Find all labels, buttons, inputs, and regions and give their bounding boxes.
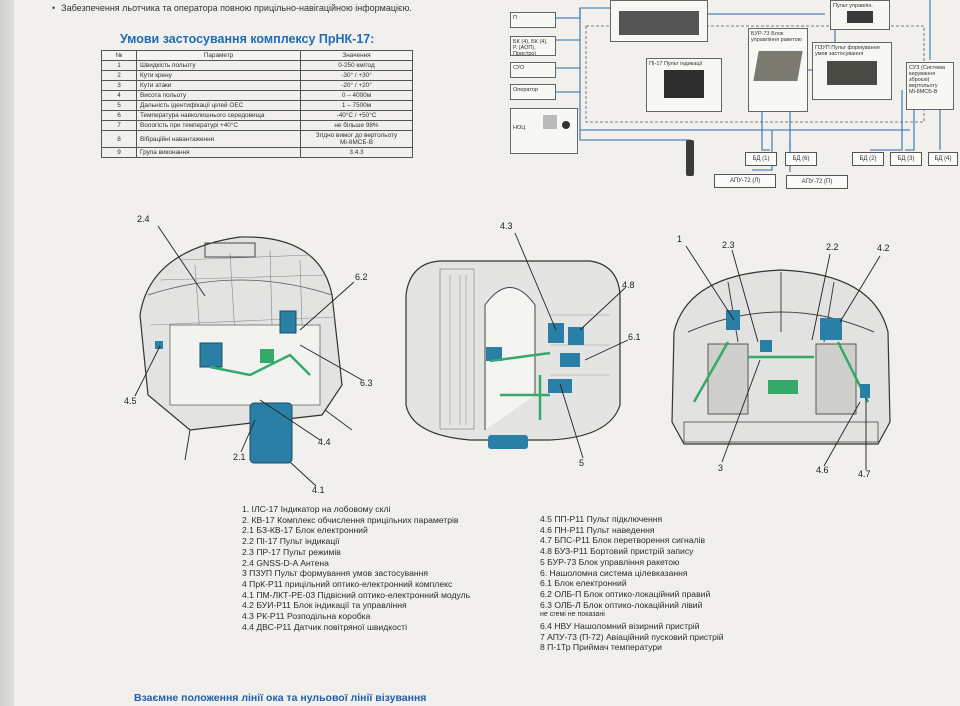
pult-unit-icon [847,11,873,23]
schematic-box-operator: Оператор [510,84,556,100]
callout-2-2: 2.2 [826,242,839,252]
legend-item: 2.1 БЗ-КВ-17 Блок електронний [242,525,368,536]
cockpit-rear-view [405,260,621,449]
conditions-title: Умови застосування комплексу ПрНК-17: [120,32,375,46]
legend-item: 4 ПрК-Р11 прицільний оптико-електронний … [242,578,453,589]
callout-4-4: 4.4 [318,437,331,447]
bd-4: БД (4) [928,152,958,166]
pzup-label: ПЗУП Пульт формування умов застосування [815,45,880,57]
bd-2: БД (2) [852,152,884,166]
legend-item: 1. ІЛС-17 Індикатор на лобовому склі [242,504,391,514]
callout-4-5: 4.5 [124,396,137,406]
bd-1: БД (1) [745,152,777,166]
legend-right: 4.5 ПП-Р11 Пульт підключення 4.6 ПН-Р11 … [540,514,724,653]
callout-2-3: 2.3 [722,240,735,250]
cockpit-front-view [671,269,891,445]
legend-item: 4.4 ДВС-Р11 Датчик повітряної швидкості [242,621,408,632]
callout-2-1: 2.1 [233,452,246,462]
apu-left: АПУ-72 (Л) [714,174,776,188]
headset-icon [542,115,557,129]
schematic-box-computer [610,0,708,42]
row-value: 3.4.3 [300,147,413,158]
schematic-box-suo: СУО [510,62,556,78]
callout-4-3: 4.3 [500,221,513,231]
header-bullet: Забезпечення льотчика та оператора повно… [52,3,412,13]
callout-4-2: 4.2 [877,243,890,253]
callout-6-1: 6.1 [628,332,641,342]
bottom-section-title: Взаємне положення лінії ока та нульової … [134,692,427,704]
nots-label: НОЦ [513,125,526,131]
legend-item: 5 БУР-73 Блок управління ракетою [540,556,680,567]
legend-item: 2.3 ПР-17 Пульт режимів [242,546,341,557]
callout-4-1: 4.1 [312,485,325,495]
schematic-box-pzup: ПЗУП Пульт формування умов застосування [812,42,892,100]
callout-6-3: 6.3 [360,378,373,388]
callout-2-4: 2.4 [137,214,150,224]
bur73-label: БУР-73 Блок управління ракетою [751,31,802,43]
pi17-label: ПІ-17 Пульт індикації [649,61,703,67]
legend-item: 6. Нашоломна система цілевказання [540,567,688,578]
callout-4-8: 4.8 [622,280,635,290]
legend-item: 4.8 БУЗ-Р11 Бортовий пристрій запису [540,546,694,557]
schematic-box-bur73: БУР-73 Блок управління ракетою [748,28,808,112]
callout-4-7: 4.7 [858,469,871,479]
legend-item: 3 ПЗУП Пульт формування умов застосуванн… [242,568,429,579]
cockpit-left-iso-view [139,236,353,464]
bd-3: БД (3) [890,152,922,166]
legend-item: 2. КВ-17 Комплекс обчислення прицільних … [242,514,459,525]
schematic-box-p: П [510,12,556,28]
legend-item: 4.2 БУИ-Р11 Блок індикації та управління [242,600,407,611]
computer-unit-icon [619,11,699,35]
legend-item: 4.5 ПП-Р11 Пульт підключення [540,514,663,524]
joystick-icon [686,140,694,176]
legend-item: 2.2 ПІ-17 Пульт індикації [242,536,340,547]
legend-item: 7 АПУ-73 (П-72) Авіаційний пусковий прис… [540,631,724,642]
legend-item: 2.4 GNSS-D-A Антена [242,557,329,568]
legend-item: 6.4 НВУ Нашоломний візирний пристрій [540,621,700,632]
schematic-box-pi17: ПІ-17 Пульт індикації [646,58,722,112]
display-unit-icon [664,70,704,98]
pult-label: Пульт управлін. [833,3,873,9]
callout-1: 1 [677,234,683,244]
legend-item: 4.1 ПМ-ЛКТ-РЕ-03 Підвісний оптико-електр… [242,589,471,600]
legend-item: 6.1 Блок електронний [540,578,627,589]
helmet-icon [562,121,571,129]
legend-item: 4.7 БПС-Р11 Блок перетворення сигналів [540,535,706,546]
schematic-box-pult: Пульт управлін. [830,0,890,30]
schematic-box-suz: СУЗ (Система керування зброєю) вертольот… [906,62,954,110]
schematic-box-nots: НОЦ [510,108,578,154]
apu-right: АПУ-72 (П) [786,175,848,189]
callout-6-2: 6.2 [355,272,368,282]
pzup-unit-icon [827,61,877,85]
callout-3: 3 [718,463,724,473]
schematic-box-bk: БК (4), БК (4), Р. (АОП), Пристрої [510,36,556,57]
legend-item: 6.3 ОЛБ-Л Блок оптико-локаційний лівий [540,599,703,610]
callout-4-6: 4.6 [816,465,829,475]
legend-note: не сгемі не показані [540,611,605,619]
legend-item: 8 П-1Тр Приймач температури [540,642,662,653]
legend-item: 6.2 ОЛБ-П Блок оптико-локаційний правий [540,588,711,599]
legend-item: 4.3 РК-Р11 Розподільна коробка [242,611,371,622]
wall-edge [0,0,18,706]
bd-6: БД (6) [785,152,817,166]
legend-left: 1. ІЛС-17 Індикатор на лобовому склі 2. … [242,504,470,632]
legend-item: 4.6 ПН-Р11 Пульт наведення [540,524,655,535]
callout-5: 5 [579,458,585,468]
